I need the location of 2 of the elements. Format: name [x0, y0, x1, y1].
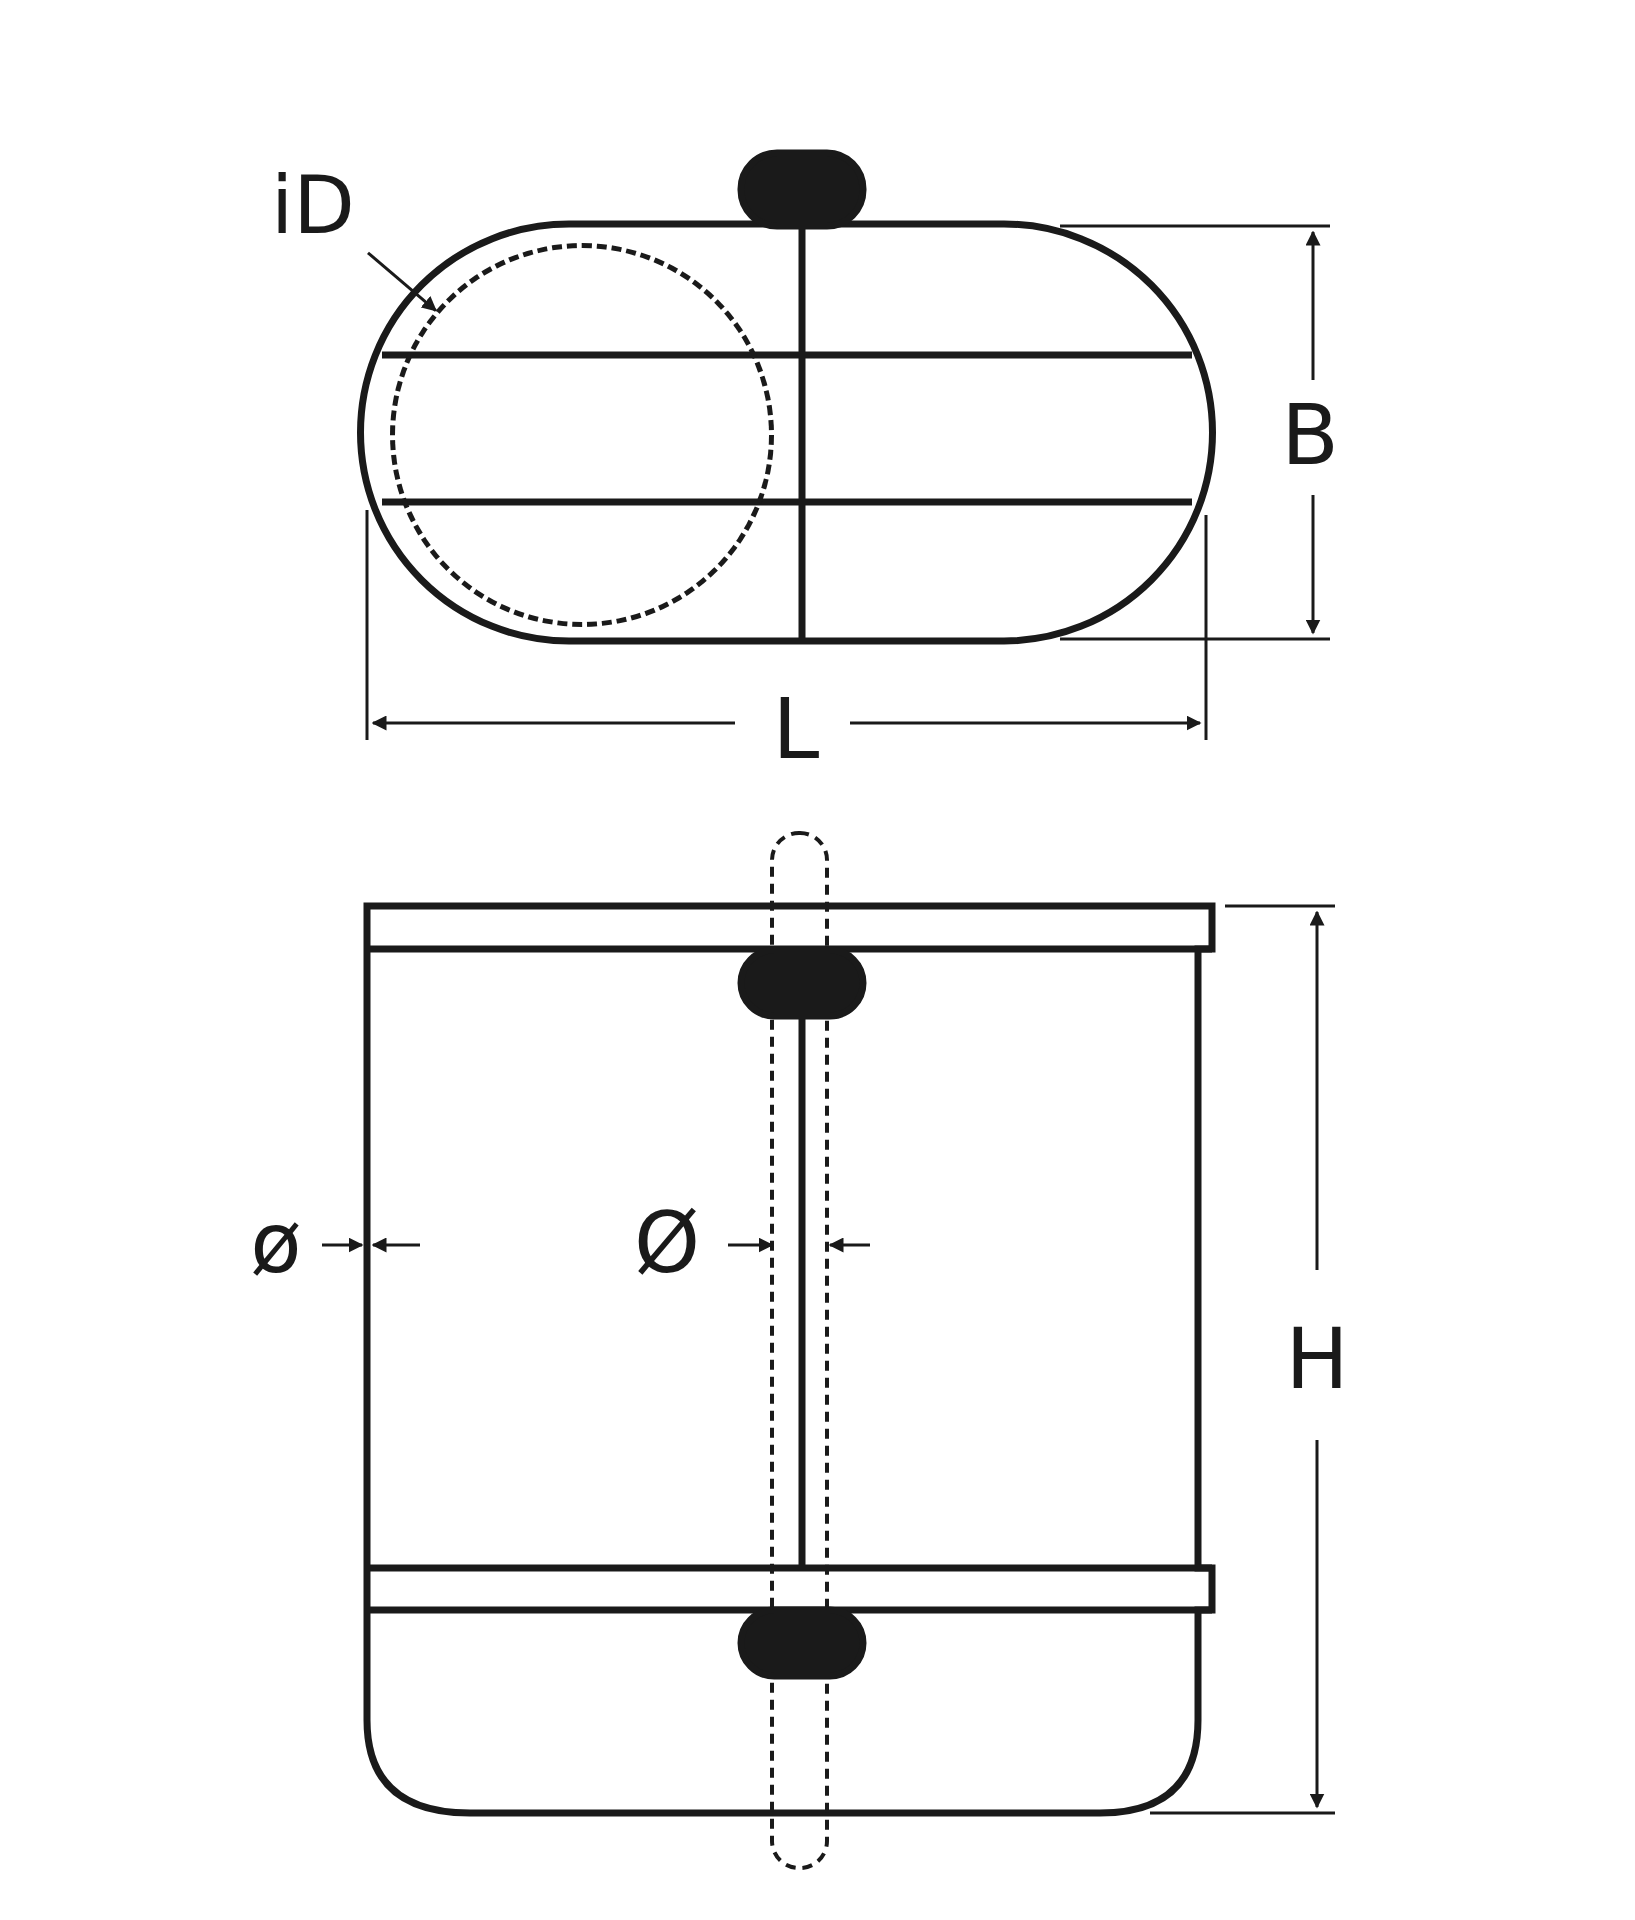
- leader-line: [367, 251, 437, 312]
- dimension-label: iD: [271, 166, 355, 246]
